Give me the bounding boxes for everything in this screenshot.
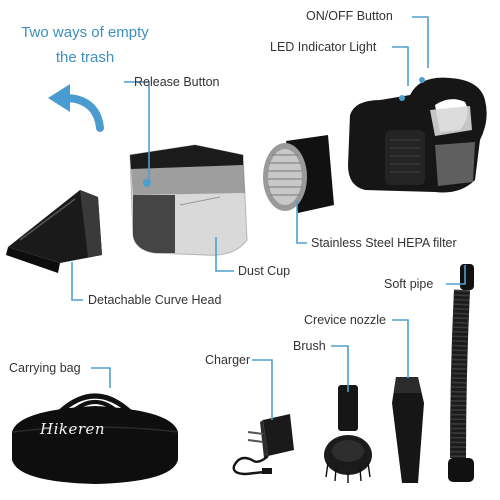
dust-cup-label: Dust Cup xyxy=(238,264,291,278)
carrying-bag-label: Carrying bag xyxy=(9,361,81,375)
curved-arrow-icon xyxy=(48,84,104,132)
brush-image xyxy=(324,385,372,483)
dust-cup-image xyxy=(129,144,248,256)
charger-label: Charger xyxy=(205,353,251,367)
on-off-button-label: ON/OFF Button xyxy=(306,9,393,23)
curve-head-image xyxy=(6,190,102,273)
charger-image xyxy=(232,414,294,476)
bag-logo-text: Hikeren xyxy=(40,420,106,438)
vacuum-body-image xyxy=(348,77,487,193)
carrying-bag-image xyxy=(11,393,179,484)
led-indicator-label: LED Indicator Light xyxy=(270,40,377,54)
hepa-filter-image xyxy=(263,135,334,213)
hepa-filter-label: Stainless Steel HEPA filter xyxy=(311,236,457,250)
crevice-nozzle-image xyxy=(392,377,424,483)
release-button-label: Release Button xyxy=(134,75,220,89)
brush-label: Brush xyxy=(293,339,326,353)
curve-head-label: Detachable Curve Head xyxy=(88,293,222,307)
crevice-nozzle-label: Crevice nozzle xyxy=(304,313,386,327)
headline-line-1: Two ways of empty xyxy=(21,24,149,41)
headline-line-2: the trash xyxy=(55,49,115,66)
soft-pipe-label: Soft pipe xyxy=(384,277,434,291)
